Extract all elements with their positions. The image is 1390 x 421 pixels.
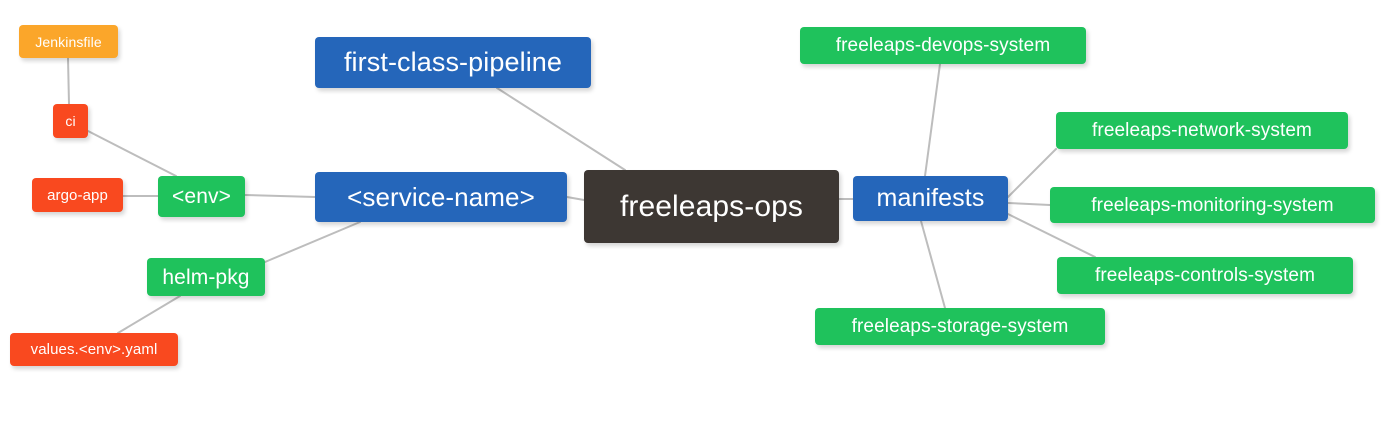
node-label-env: <env>	[172, 185, 231, 208]
edge-jenkinsfile-to-ci	[67, 57, 70, 105]
node-first-class-pipeline[interactable]: first-class-pipeline	[315, 37, 591, 88]
node-label-helm-pkg: helm-pkg	[162, 265, 250, 289]
node-ci[interactable]: ci	[53, 104, 88, 138]
node-label-values-env-yaml: values.<env>.yaml	[30, 341, 158, 358]
node-freeleaps-monitoring-system[interactable]: freeleaps-monitoring-system	[1050, 187, 1375, 223]
edge-env-to-service-name	[244, 194, 316, 198]
node-label-freeleaps-monitoring-system: freeleaps-monitoring-system	[1091, 194, 1334, 216]
edge-manifests-to-freeleaps-monitoring-system	[1007, 202, 1051, 206]
edge-manifests-to-freeleaps-storage-system	[920, 220, 946, 309]
node-label-jenkinsfile: Jenkinsfile	[35, 33, 102, 50]
node-freeleaps-storage-system[interactable]: freeleaps-storage-system	[815, 308, 1105, 345]
node-values-env-yaml[interactable]: values.<env>.yaml	[10, 333, 178, 366]
node-freeleaps-ops[interactable]: freeleaps-ops	[584, 170, 839, 243]
node-label-manifests: manifests	[876, 184, 985, 212]
edge-first-class-pipeline-to-freeleaps-ops	[496, 87, 626, 171]
node-label-service-name: <service-name>	[347, 182, 535, 212]
edge-ci-to-env	[87, 130, 177, 177]
edge-service-name-to-freeleaps-ops	[566, 196, 585, 201]
edge-manifests-to-freeleaps-devops-system	[924, 63, 941, 177]
node-label-first-class-pipeline: first-class-pipeline	[343, 47, 563, 77]
node-freeleaps-controls-system[interactable]: freeleaps-controls-system	[1057, 257, 1353, 294]
node-label-freeleaps-devops-system: freeleaps-devops-system	[835, 35, 1051, 56]
node-argo-app[interactable]: argo-app	[32, 178, 123, 212]
node-label-ci: ci	[65, 113, 76, 129]
edge-helm-pkg-to-values-env-yaml	[117, 295, 181, 334]
node-label-freeleaps-network-system: freeleaps-network-system	[1092, 120, 1312, 141]
edge-manifests-to-freeleaps-network-system	[1007, 148, 1057, 198]
node-label-freeleaps-ops: freeleaps-ops	[619, 189, 804, 223]
node-freeleaps-devops-system[interactable]: freeleaps-devops-system	[800, 27, 1086, 64]
node-label-freeleaps-storage-system: freeleaps-storage-system	[851, 316, 1069, 337]
node-label-freeleaps-controls-system: freeleaps-controls-system	[1094, 265, 1316, 286]
node-helm-pkg[interactable]: helm-pkg	[147, 258, 265, 296]
edge-service-name-to-helm-pkg	[264, 221, 361, 263]
node-label-argo-app: argo-app	[47, 186, 108, 204]
node-manifests[interactable]: manifests	[853, 176, 1008, 221]
node-env[interactable]: <env>	[158, 176, 245, 217]
node-freeleaps-network-system[interactable]: freeleaps-network-system	[1056, 112, 1348, 149]
node-service-name[interactable]: <service-name>	[315, 172, 567, 222]
node-jenkinsfile[interactable]: Jenkinsfile	[19, 25, 118, 58]
